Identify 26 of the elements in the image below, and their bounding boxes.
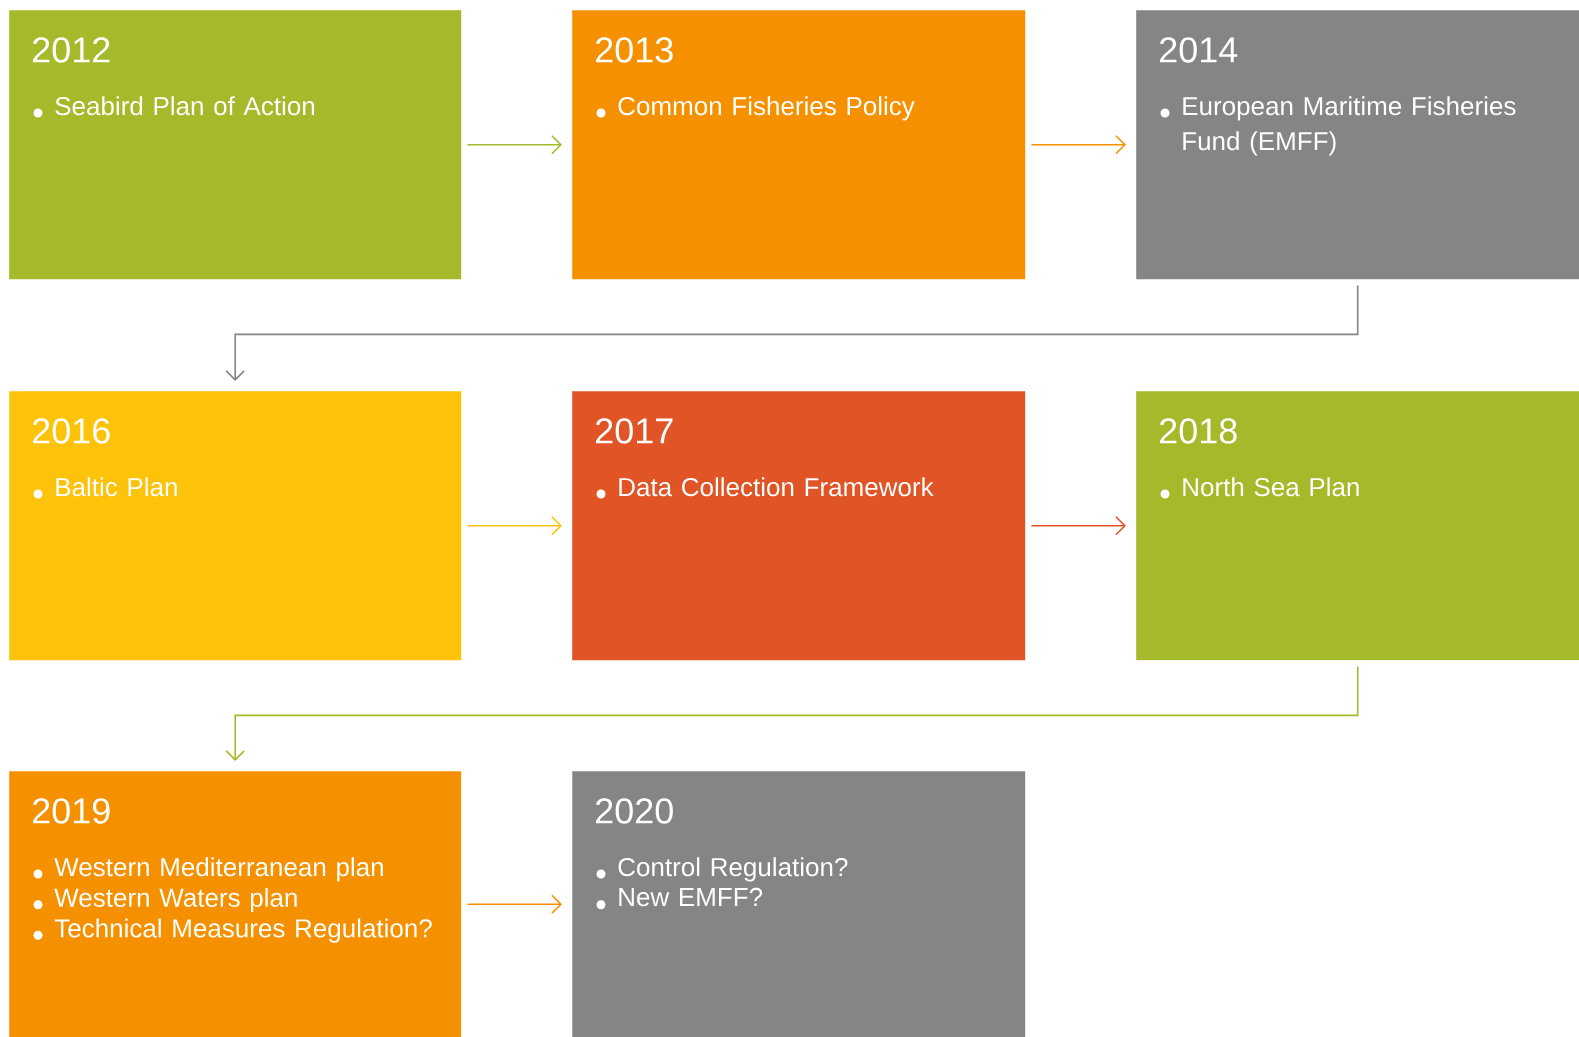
year-label: 2017 [596, 418, 673, 444]
arrow [225, 665, 1359, 761]
year-label: 2020 [596, 798, 673, 824]
arrow [225, 284, 1359, 381]
bullet-item: Common Fisheries Policy [596, 96, 915, 121]
arrow [466, 134, 562, 155]
year-label: 2014 [1160, 37, 1238, 63]
bullet-item: North Sea Plan [1160, 477, 1359, 499]
bullet-item: Seabird Plan of Action [33, 96, 315, 118]
year-label: 2016 [33, 418, 110, 444]
year-label: 2012 [33, 37, 110, 63]
bullet-item: European Maritime Fisheries Fund (EMFF) [1160, 96, 1516, 156]
bullet-item: Technical Measures Regulation? [33, 918, 432, 943]
year-label: 2018 [1160, 418, 1237, 444]
bullet-item: Western Waters plan [33, 887, 297, 913]
arrow [466, 894, 562, 914]
arrow [1030, 515, 1126, 536]
arrow [1030, 134, 1126, 155]
arrow [466, 515, 562, 536]
bullet-item: Data Collection Framework [596, 477, 934, 499]
year-label: 2019 [33, 798, 110, 824]
bullet-item: Western Mediterranean plan [33, 857, 383, 882]
year-label: 2013 [596, 37, 673, 63]
bullet-item: Baltic Plan [33, 477, 177, 499]
bullet-item: New EMFF? [596, 887, 763, 910]
bullet-item: Control Regulation? [596, 857, 848, 882]
